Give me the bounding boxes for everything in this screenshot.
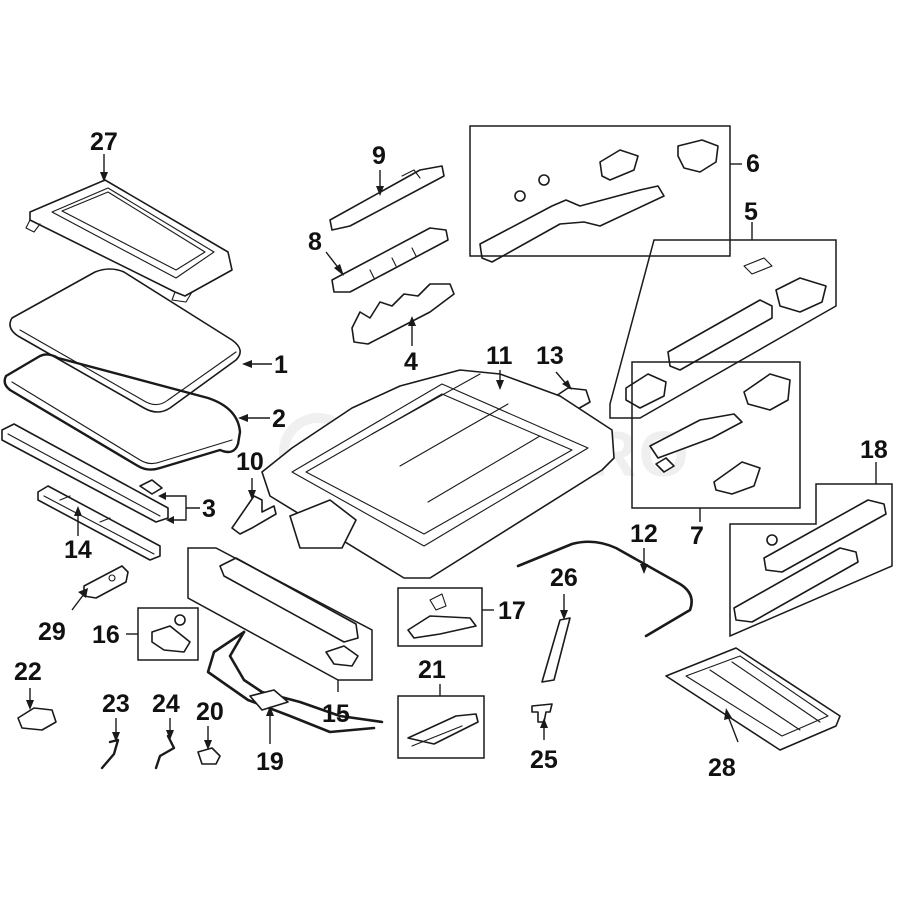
callout-11: 11: [486, 342, 513, 370]
callout-13: 13: [536, 342, 564, 370]
part-10-bracket[interactable]: [231, 495, 277, 535]
part-14-front-rail[interactable]: [37, 485, 161, 561]
callout-4: 4: [404, 348, 418, 376]
callout-22: 22: [14, 658, 42, 686]
callout-3: 3: [202, 495, 216, 523]
callout-15: 15: [322, 700, 350, 728]
part-6-mechanism[interactable]: [479, 139, 719, 263]
callout-23: 23: [102, 690, 130, 718]
callout-27: 27: [90, 128, 118, 156]
callout-10: 10: [236, 448, 264, 476]
callout-17: 17: [498, 597, 526, 625]
part-23-bracket[interactable]: [100, 738, 120, 770]
part-4-guide-block[interactable]: [351, 283, 455, 345]
part-25-pin[interactable]: [531, 703, 553, 723]
callout-12: 12: [630, 520, 658, 548]
callout-labels: 27 1 2 3 14 29 16 22 23 24 20 19 15 10 9…: [14, 128, 888, 782]
callout-5: 5: [744, 198, 758, 226]
part-17-mechanism[interactable]: [407, 593, 477, 639]
group-box-16: [137, 607, 199, 661]
part-12-drain-hose[interactable]: [516, 540, 693, 638]
callout-26: 26: [550, 564, 578, 592]
callout-29: 29: [38, 618, 66, 646]
part-11-frame[interactable]: [261, 369, 615, 579]
group-box-6: [469, 125, 731, 257]
part-26-strut[interactable]: [541, 617, 571, 683]
part-5-mechanism[interactable]: [625, 257, 827, 409]
part-19-cable[interactable]: [206, 630, 384, 734]
part-20-clip[interactable]: [197, 747, 221, 765]
group-box-17: [397, 587, 483, 647]
part-1-glass-panel[interactable]: [9, 268, 241, 413]
callout-6: 6: [746, 150, 760, 178]
callout-20: 20: [196, 698, 224, 726]
callout-1: 1: [274, 351, 288, 379]
part-9-guide[interactable]: [329, 165, 445, 231]
group-box-7: [631, 361, 801, 509]
part-27-sunshade[interactable]: [25, 179, 233, 303]
callout-21: 21: [418, 656, 446, 684]
callout-16: 16: [92, 621, 120, 649]
part-24-hose[interactable]: [154, 734, 176, 770]
part-7-mechanism[interactable]: [649, 373, 791, 495]
part-2-seal[interactable]: [3, 353, 242, 471]
callout-24: 24: [152, 690, 180, 718]
part-29-bracket[interactable]: [83, 565, 129, 599]
group-box-21: [397, 695, 485, 759]
callout-8: 8: [308, 228, 322, 256]
part-28-headliner[interactable]: [665, 647, 841, 751]
callout-28: 28: [708, 754, 736, 782]
callout-7: 7: [690, 522, 704, 550]
group-box-15: [187, 547, 373, 681]
part-18-rail[interactable]: [733, 499, 887, 623]
callout-19: 19: [256, 748, 284, 776]
callout-14: 14: [64, 536, 92, 564]
part-8-guide-rail[interactable]: [331, 227, 449, 293]
part-3-deflector[interactable]: [1, 423, 169, 523]
callout-18: 18: [860, 436, 888, 464]
callout-9: 9: [372, 142, 386, 170]
leader-lines: [26, 154, 877, 750]
part-21-mechanism[interactable]: [407, 713, 479, 747]
part-22-motor[interactable]: [17, 707, 57, 731]
callout-25: 25: [530, 746, 558, 774]
callout-2: 2: [272, 405, 286, 433]
group-box-18: [729, 483, 893, 638]
group-box-5: [609, 239, 837, 419]
part-16-clip[interactable]: [151, 614, 191, 653]
